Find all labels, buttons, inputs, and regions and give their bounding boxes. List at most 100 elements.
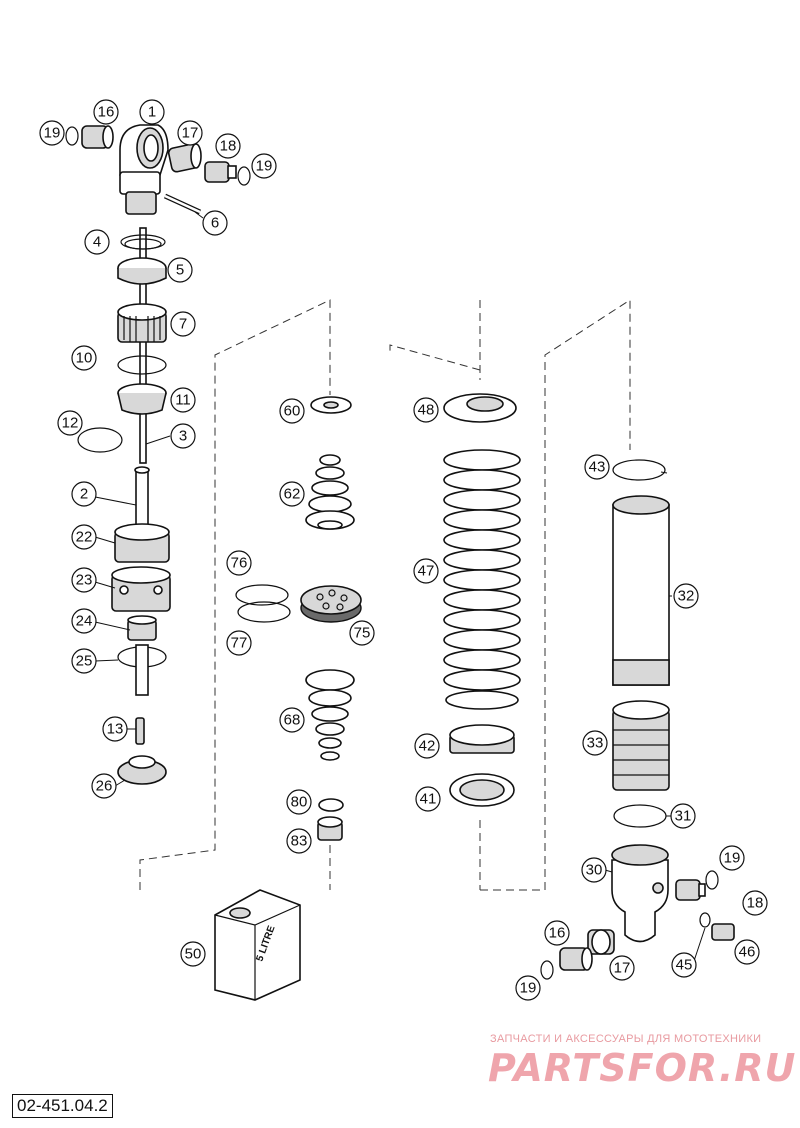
callout-19-right: 19 — [719, 845, 745, 871]
part-16-bushing-top-left — [81, 125, 114, 149]
callout-77-label: 77 — [231, 635, 248, 652]
callout-46-label: 46 — [739, 944, 756, 961]
callout-33-label: 33 — [587, 735, 604, 752]
part-76-77-piston-rings — [235, 584, 291, 623]
callout-16-lower-label: 16 — [549, 925, 566, 942]
callout-75-label: 75 — [354, 625, 371, 642]
callout-60: 60 — [279, 398, 305, 424]
callout-10-label: 10 — [76, 350, 93, 367]
callout-18-right-label: 18 — [747, 895, 764, 912]
callout-47: 47 — [413, 558, 439, 584]
callout-18-top-label: 18 — [220, 138, 237, 155]
callout-33: 33 — [582, 730, 608, 756]
callout-22: 22 — [71, 524, 97, 550]
callout-80-label: 80 — [291, 794, 308, 811]
callout-19-right-label: 19 — [724, 850, 741, 867]
callout-30: 30 — [581, 857, 607, 883]
part-48-spring-retainer — [443, 393, 517, 423]
callout-16-top-label: 16 — [98, 104, 115, 121]
callout-7: 7 — [170, 311, 196, 337]
part-10-oring — [117, 355, 167, 375]
callout-25: 25 — [71, 648, 97, 674]
callout-12: 12 — [57, 410, 83, 436]
callout-62-label: 62 — [284, 486, 301, 503]
callout-19-lower-label: 19 — [520, 980, 537, 997]
callout-13-label: 13 — [107, 721, 124, 738]
part-46-screw — [711, 923, 735, 941]
callout-42-label: 42 — [419, 738, 436, 755]
callout-22-label: 22 — [76, 529, 93, 546]
part-7-adjuster-nut — [117, 303, 167, 343]
part-24-piston — [127, 615, 157, 641]
callout-83: 83 — [286, 828, 312, 854]
callout-50: 50 — [180, 941, 206, 967]
callout-5: 5 — [167, 257, 193, 283]
part-41-lock-ring — [449, 773, 515, 807]
callout-16-lower: 16 — [544, 920, 570, 946]
part-60-washer — [310, 396, 352, 414]
callout-77: 77 — [226, 630, 252, 656]
callout-16-top: 16 — [93, 99, 119, 125]
part-47-spring — [443, 449, 521, 710]
callout-32-label: 32 — [678, 588, 695, 605]
part-3-piston-rod-upper — [139, 227, 147, 464]
callout-17-lower: 17 — [609, 955, 635, 981]
part-50-oil-canister: 5 LITRE — [214, 889, 301, 1001]
drawing-number: 02-451.04.2 — [12, 1094, 113, 1118]
callout-17-top-label: 17 — [182, 125, 199, 142]
leader-lines — [84, 121, 706, 965]
callout-7-label: 7 — [179, 316, 187, 333]
callout-17-top: 17 — [177, 120, 203, 146]
callout-41: 41 — [415, 786, 441, 812]
part-19-oring-lower — [540, 960, 554, 980]
callout-2: 2 — [71, 481, 97, 507]
part-4-ring — [120, 234, 166, 250]
part-22-damper-cap — [114, 523, 170, 563]
callout-43: 43 — [584, 454, 610, 480]
part-43-circlip — [612, 459, 666, 481]
callout-5-label: 5 — [176, 262, 184, 279]
part-80-washer — [318, 798, 344, 812]
callout-31-label: 31 — [675, 808, 692, 825]
callout-60-label: 60 — [284, 403, 301, 420]
callout-23-label: 23 — [76, 572, 93, 589]
callout-62: 62 — [279, 481, 305, 507]
part-19-oring-top-right — [237, 166, 251, 186]
callout-6-label: 6 — [211, 215, 219, 232]
callout-42: 42 — [414, 733, 440, 759]
callout-68-label: 68 — [284, 712, 301, 729]
callout-76: 76 — [226, 550, 252, 576]
callout-19-top-right-label: 19 — [256, 158, 273, 175]
callout-2-label: 2 — [80, 486, 88, 503]
part-1-top-eye — [119, 124, 169, 215]
callout-48: 48 — [413, 397, 439, 423]
part-11-washer — [117, 383, 167, 415]
callout-26-label: 26 — [96, 778, 113, 795]
callout-76-label: 76 — [231, 555, 248, 572]
part-5-clip — [117, 257, 167, 285]
part-19-oring-top-left — [65, 126, 79, 146]
callout-3: 3 — [170, 423, 196, 449]
callout-1: 1 — [139, 99, 165, 125]
part-26-bump-stop — [117, 755, 167, 785]
part-32-reservoir-tube — [612, 495, 670, 686]
callout-19-top-right: 19 — [251, 153, 277, 179]
callout-45: 45 — [671, 952, 697, 978]
part-83-nut — [317, 816, 343, 841]
callout-19-top-left: 19 — [39, 120, 65, 146]
part-62-shim-stack — [305, 454, 355, 530]
callout-46: 46 — [734, 939, 760, 965]
callout-19-top-left-label: 19 — [44, 125, 61, 142]
part-33-bladder — [612, 700, 670, 791]
part-42-adjuster-ring — [449, 724, 515, 754]
callout-50-label: 50 — [185, 946, 202, 963]
callout-18-top: 18 — [215, 133, 241, 159]
callout-75: 75 — [349, 620, 375, 646]
part-17-bushing-lower — [587, 929, 615, 955]
callout-6: 6 — [202, 210, 228, 236]
watermark-logo: PARTSFOR.RU — [488, 1046, 797, 1090]
part-17-bushing-top-right — [167, 143, 202, 173]
callout-26: 26 — [91, 773, 117, 799]
callout-43-label: 43 — [589, 459, 606, 476]
